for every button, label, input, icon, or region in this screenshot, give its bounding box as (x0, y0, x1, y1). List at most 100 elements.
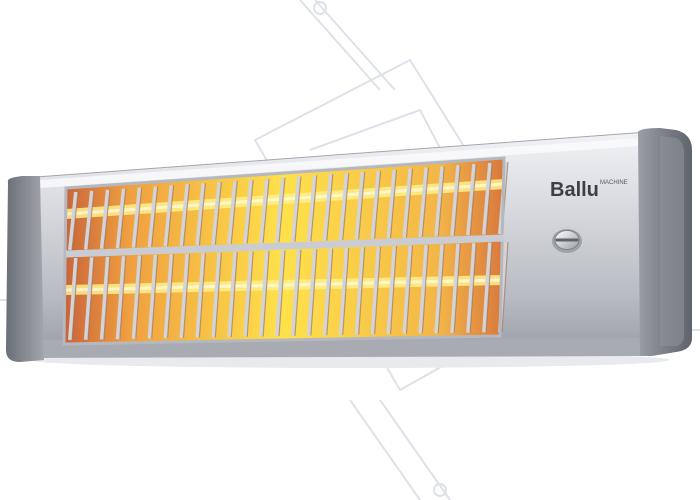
grille-bar-shadow (342, 173, 350, 240)
grille-bar (259, 178, 270, 244)
grille-bar (466, 164, 477, 236)
grille-bar (227, 180, 238, 245)
grille-bar (450, 165, 461, 236)
grille-bar-shadow (182, 253, 191, 338)
grille-bar-shadow (421, 244, 429, 334)
grille-bar-shadow (135, 187, 143, 248)
grille-bar (115, 188, 126, 249)
grille-bar-shadow (358, 247, 366, 335)
grille-bar (275, 250, 286, 337)
grille-bar (68, 257, 78, 341)
grille-bar-shadow (469, 164, 477, 236)
grille-bar (179, 184, 190, 247)
grille-bar (163, 254, 174, 339)
grille-bar-shadow (151, 186, 159, 248)
grille-bar-shadow (71, 257, 79, 341)
grille-bar (450, 243, 461, 334)
grille-bar (306, 248, 317, 336)
grille-bar (243, 251, 254, 337)
grille-bar-shadow (453, 243, 461, 333)
grille-bar (211, 181, 222, 245)
grille-bar-shadow (230, 252, 238, 338)
grille-bar (211, 252, 222, 338)
grille-bar-shadow (389, 246, 398, 335)
grille-bar (434, 244, 445, 334)
grille-bar (179, 253, 190, 339)
grille-bar-shadow (103, 256, 111, 340)
body-highlight (40, 138, 640, 188)
grille-bar (418, 167, 429, 238)
rotary-knob-icon[interactable] (552, 229, 582, 253)
grille-bar (131, 255, 142, 339)
grille-bar-shadow (246, 179, 254, 244)
grille-bar (275, 177, 286, 243)
grille-bar-shadow (135, 255, 143, 339)
grille-bar (99, 256, 110, 340)
grille-bar (243, 179, 254, 244)
brand-logo: Ballu (550, 179, 599, 201)
grille-bar-shadow (501, 241, 509, 333)
grille-bar (354, 247, 365, 335)
grille-center-bar (65, 234, 505, 258)
grille-bar-shadow (453, 165, 461, 236)
grille-bar (147, 186, 158, 248)
right-cap-inner (660, 136, 684, 346)
grille-bar-shadow (485, 163, 493, 235)
grille-bar-shadow (278, 177, 286, 243)
grille-bar-shadow (87, 190, 95, 250)
grille-bar (306, 175, 317, 242)
grille-bar (195, 253, 206, 338)
grille-bar-shadow (310, 249, 318, 336)
grille-bar-shadow (326, 174, 334, 241)
grille-bar-shadow (119, 256, 127, 340)
grille-bar-shadow (310, 175, 318, 242)
grille-bar (402, 245, 413, 334)
grille-bar-shadow (166, 185, 175, 247)
grille-bar (322, 248, 333, 336)
grille-bar-shadow (87, 257, 95, 340)
grille-bar-shadow (405, 245, 414, 334)
grille-bar (290, 249, 301, 336)
grille-bar (434, 166, 445, 237)
grille-bar (370, 246, 381, 335)
grille-bar-shadow (437, 244, 445, 334)
grille-bar-shadow (421, 167, 429, 238)
grille-bar (322, 174, 333, 241)
grille-bar (466, 243, 477, 333)
grille-bar (195, 182, 206, 246)
grille-bar-shadow (278, 250, 286, 337)
grille-bar (290, 176, 301, 242)
grille-bar-shadow (214, 181, 222, 245)
brand-subtitle: MACHINE (600, 180, 628, 186)
grille-bar-shadow (262, 178, 270, 243)
grille-bar-shadow (166, 254, 175, 339)
grille-bar (99, 189, 110, 250)
grille-bar-shadow (294, 176, 302, 242)
grille-bar (386, 169, 397, 239)
grille-bar-shadow (182, 184, 191, 246)
grille-bar (482, 242, 493, 333)
grille-bar (338, 247, 349, 336)
grille-bar (83, 257, 94, 340)
grille-bar-shadow (230, 180, 238, 245)
grille-bar-shadow (262, 250, 270, 337)
grille-bar (115, 256, 126, 340)
grille-bar-shadow (389, 169, 398, 239)
grille-bar-shadow (294, 249, 302, 336)
grille-bar (259, 250, 270, 337)
grille-bar (83, 190, 94, 250)
grille-bar-shadow (71, 191, 79, 251)
left-end-cap (6, 176, 44, 362)
grille-bar-shadow (342, 247, 350, 336)
grille-bar (131, 187, 142, 248)
grille-bar (354, 171, 365, 240)
grille-bar (147, 254, 158, 339)
grille-bar (418, 244, 429, 334)
grille-frame (62, 156, 506, 346)
grille-bar-shadow (405, 168, 414, 238)
grille-bar (370, 170, 381, 239)
grille-bar-shadow (485, 242, 493, 333)
grille-bar (386, 246, 397, 335)
